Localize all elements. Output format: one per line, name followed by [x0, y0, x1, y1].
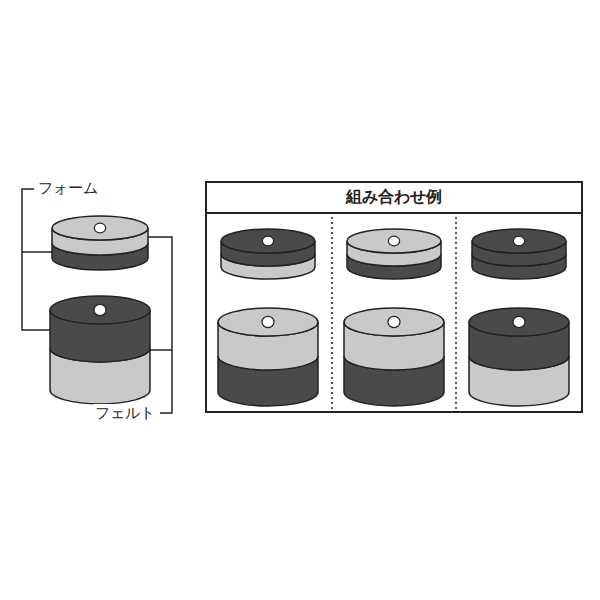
puck-top [221, 229, 315, 253]
puck-top [218, 308, 318, 336]
dotted-divider [331, 212, 333, 410]
leader-line [22, 251, 52, 253]
puck-hole [94, 304, 106, 315]
puck-top [344, 308, 444, 336]
leader-line [148, 237, 172, 413]
puck-top [472, 229, 566, 253]
frame-heading: 組み合わせ例 [207, 183, 581, 214]
puck-hole [388, 316, 400, 327]
bracket-lines [22, 189, 172, 413]
puck-hole [94, 223, 106, 233]
puck-top [347, 229, 441, 253]
puck-hole [513, 236, 524, 246]
column-dividers [332, 212, 456, 410]
puck-hole [262, 316, 274, 327]
dotted-divider [455, 212, 457, 410]
puck-top [50, 296, 150, 324]
puck-hole [513, 316, 525, 327]
puck-hole [262, 236, 273, 246]
leader-line [150, 349, 172, 351]
puck-hole [388, 236, 399, 246]
example-frame: 組み合わせ例 [205, 181, 583, 413]
puck-top [52, 216, 148, 240]
part-label: フェルト [93, 404, 157, 422]
puck-group [50, 216, 569, 406]
part-label: フォーム [36, 179, 100, 197]
puck-top [469, 308, 569, 336]
leader-line [22, 189, 50, 330]
